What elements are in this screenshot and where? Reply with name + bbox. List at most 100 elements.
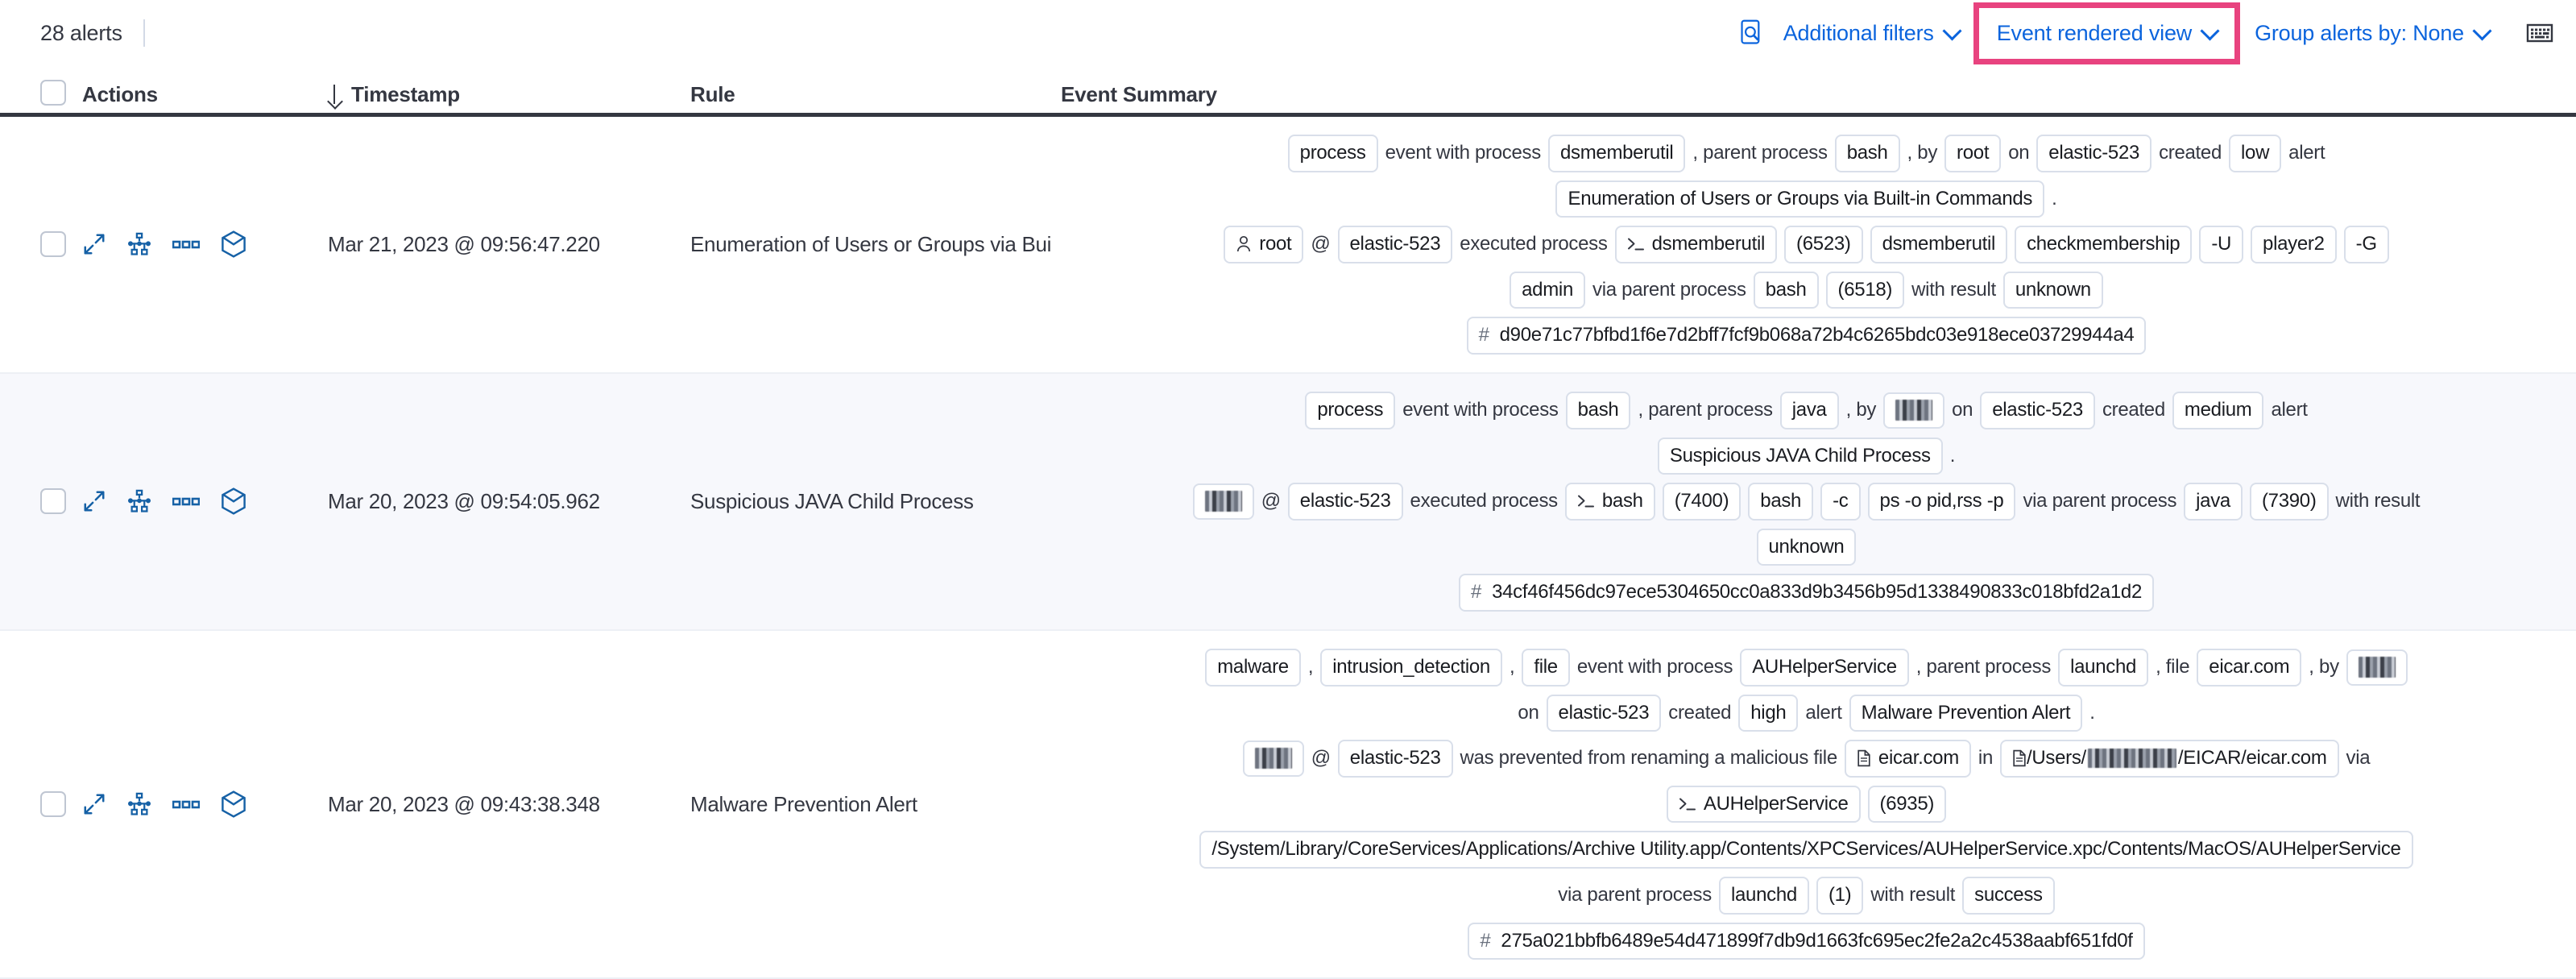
summary-field-badge[interactable]: process <box>1305 391 1396 429</box>
column-header-event-summary[interactable]: Event Summary <box>1061 82 1217 106</box>
summary-field-badge[interactable]: bash <box>1834 135 1900 172</box>
summary-hash-badge[interactable]: #275a021bbfb6489e54d471899f7db9d1663fc69… <box>1468 922 2145 960</box>
session-view-icon-button[interactable] <box>221 230 246 259</box>
summary-field-badge[interactable]: success <box>1962 876 2055 915</box>
summary-field-badge[interactable]: -U <box>2199 226 2244 263</box>
summary-field-badge[interactable]: bash <box>1564 483 1655 521</box>
session-view-icon[interactable] <box>221 487 246 516</box>
summary-field-badge[interactable]: -c <box>1820 483 1861 521</box>
summary-field-badge[interactable]: ps -o pid,rss -p <box>1867 483 2016 521</box>
more-actions-icon-button[interactable] <box>172 496 200 507</box>
summary-field-badge[interactable]: dsmemberutil <box>1547 135 1686 172</box>
summary-field-badge[interactable]: (7400) <box>1662 483 1741 521</box>
expand-icon-button[interactable] <box>82 792 106 816</box>
summary-hash-badge[interactable]: #34cf46f456dc97ece5304650cc0a833d9b3456b… <box>1459 574 2154 612</box>
session-view-icon-button[interactable] <box>221 487 246 516</box>
summary-field-badge[interactable]: root <box>1224 226 1304 263</box>
summary-field-badge[interactable]: Enumeration of Users or Groups via Built… <box>1555 180 2045 218</box>
expand-icon[interactable] <box>82 792 106 816</box>
summary-field-badge[interactable]: -G <box>2343 226 2389 263</box>
expand-icon[interactable] <box>82 489 106 513</box>
summary-field-badge[interactable]: elastic-523 <box>1337 740 1453 778</box>
analyze-event-icon[interactable] <box>127 489 151 513</box>
summary-field-badge[interactable]: root <box>1944 135 2002 172</box>
row-select-checkbox[interactable] <box>40 488 66 515</box>
analyze-event-icon[interactable] <box>127 232 151 256</box>
summary-field-badge[interactable]: bash <box>1753 271 1819 309</box>
more-actions-icon-button[interactable] <box>172 799 200 810</box>
summary-field-badge[interactable] <box>1242 740 1304 777</box>
summary-field-badge[interactable]: (6523) <box>1784 226 1863 263</box>
more-actions-icon[interactable] <box>172 799 200 810</box>
row-rule-name[interactable]: Malware Prevention Alert <box>690 791 917 816</box>
group-alerts-by-button[interactable]: Group alerts by: None <box>2255 21 2491 46</box>
summary-field-badge[interactable]: unknown <box>2002 271 2103 309</box>
summary-field-badge[interactable]: launchd <box>1718 876 1809 915</box>
summary-field-badge[interactable]: eicar.com <box>1844 740 1971 778</box>
summary-field-badge[interactable]: java <box>2184 483 2243 521</box>
summary-field-badge[interactable]: elastic-523 <box>1546 694 1662 732</box>
summary-field-badge[interactable]: /System/Library/CoreServices/Application… <box>1199 831 2413 869</box>
column-header-timestamp[interactable]: Timestamp <box>328 82 690 107</box>
summary-field-badge[interactable]: player2 <box>2251 226 2337 263</box>
summary-field-badge[interactable]: (7390) <box>2249 483 2329 521</box>
summary-field-badge[interactable]: java <box>1779 391 1839 429</box>
summary-field-badge[interactable]: admin <box>1510 271 1585 309</box>
analyze-event-icon-button[interactable] <box>127 489 151 513</box>
analyze-event-icon-button[interactable] <box>127 792 151 816</box>
summary-field-badge[interactable]: AUHelperService <box>1666 785 1861 823</box>
session-view-icon[interactable] <box>221 230 246 259</box>
summary-field-badge[interactable]: intrusion_detection <box>1320 648 1502 687</box>
summary-field-badge[interactable]: checkmembership <box>2015 226 2193 263</box>
row-rule-name[interactable]: Enumeration of Users or Groups via Bui <box>690 231 1052 256</box>
summary-field-badge[interactable]: Malware Prevention Alert <box>1849 694 2083 732</box>
summary-field-badge[interactable]: bash <box>1748 483 1814 521</box>
column-header-actions[interactable]: Actions <box>82 82 158 106</box>
summary-hash-badge[interactable]: #d90e71c77bfbd1f6e7d2bff7fcf9b068a72b4c6… <box>1466 317 2147 355</box>
summary-field-badge[interactable]: dsmemberutil <box>1870 226 2008 263</box>
more-actions-icon[interactable] <box>172 496 200 507</box>
summary-field-badge[interactable]: /Users//EICAR/eicar.com <box>2000 740 2339 778</box>
column-header-rule[interactable]: Rule <box>690 82 735 106</box>
session-view-icon[interactable] <box>221 790 246 818</box>
summary-field-badge[interactable] <box>1883 392 1945 429</box>
session-view-icon-button[interactable] <box>221 790 246 818</box>
summary-field-badge[interactable]: malware <box>1205 648 1301 687</box>
summary-field-badge[interactable]: high <box>1738 694 1799 732</box>
additional-filters-button[interactable]: Additional filters <box>1783 21 1961 46</box>
summary-field-badge[interactable]: (1) <box>1816 876 1864 915</box>
summary-field-badge[interactable]: low <box>2229 135 2282 172</box>
row-rule-name[interactable]: Suspicious JAVA Child Process <box>690 488 974 513</box>
summary-field-badge[interactable]: process <box>1287 135 1378 172</box>
summary-field-badge[interactable]: AUHelperService <box>1740 648 1909 687</box>
row-select-checkbox[interactable] <box>40 231 66 258</box>
summary-field-badge[interactable]: bash <box>1565 391 1631 429</box>
summary-field-badge[interactable]: medium <box>2172 391 2264 429</box>
summary-field-badge[interactable]: elastic-523 <box>1287 483 1403 521</box>
summary-field-badge[interactable] <box>2346 649 2408 686</box>
summary-field-badge[interactable]: elastic-523 <box>1980 391 2095 429</box>
analyze-event-icon[interactable] <box>127 792 151 816</box>
summary-field-badge[interactable]: file <box>1522 648 1570 687</box>
summary-field-badge[interactable] <box>1192 483 1254 520</box>
inspect-icon[interactable] <box>1738 19 1766 48</box>
row-select-checkbox[interactable] <box>40 791 66 818</box>
expand-icon[interactable] <box>82 232 106 256</box>
select-all-checkbox[interactable] <box>40 80 66 106</box>
summary-field-badge[interactable]: elastic-523 <box>1337 226 1453 263</box>
summary-field-badge[interactable]: (6935) <box>1867 785 1947 823</box>
summary-field-badge[interactable]: eicar.com <box>2197 648 2302 687</box>
more-actions-icon-button[interactable] <box>172 239 200 250</box>
analyze-event-icon-button[interactable] <box>127 232 151 256</box>
expand-icon-button[interactable] <box>82 232 106 256</box>
keyboard-icon[interactable] <box>2526 23 2553 44</box>
summary-field-badge[interactable]: Suspicious JAVA Child Process <box>1657 437 1943 475</box>
more-actions-icon[interactable] <box>172 239 200 250</box>
expand-icon-button[interactable] <box>82 489 106 513</box>
summary-field-badge[interactable]: elastic-523 <box>2036 135 2152 172</box>
summary-field-badge[interactable]: dsmemberutil <box>1614 226 1778 263</box>
summary-field-badge[interactable]: unknown <box>1756 528 1857 566</box>
